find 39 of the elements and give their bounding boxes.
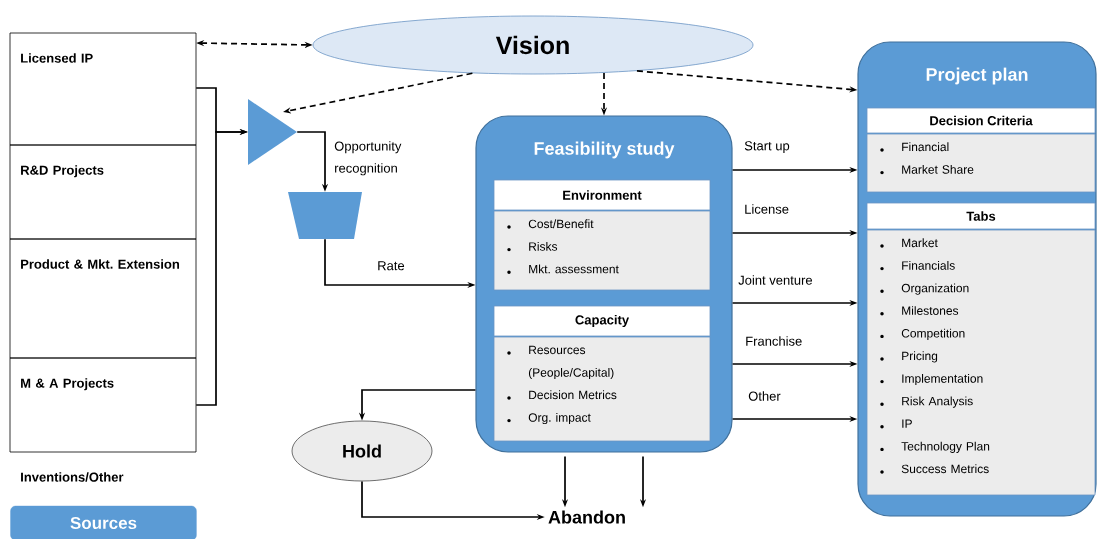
- sources-button: Sources: [10, 505, 197, 539]
- edge-label: License: [745, 204, 789, 214]
- source-cell: Product & Mkt. Extension: [9, 238, 197, 359]
- outcome-text: Abandon: [548, 510, 625, 524]
- list-item: Competition: [880, 328, 965, 340]
- list-item: Market Share: [880, 164, 974, 175]
- source-cell: M & A Projects: [9, 357, 197, 453]
- source-cell: Licensed IP: [9, 32, 197, 146]
- list-item: Risks: [507, 241, 558, 252]
- list-item: Mkt. assessment: [507, 264, 619, 274]
- section-header: Decision Criteria: [866, 107, 1096, 134]
- list-item: Organization: [880, 283, 969, 295]
- list-item: Decision Metrics: [507, 390, 617, 400]
- list-item: Market: [880, 238, 938, 248]
- trapezoid-symbol: [288, 192, 362, 239]
- list-item: Risk Analysis: [880, 396, 973, 408]
- section-header: Tabs: [866, 202, 1096, 230]
- edge-label: Opportunity recognition: [334, 141, 402, 176]
- source-cell: R&D Projects: [9, 144, 197, 240]
- list-item: Technology Plan: [880, 441, 990, 453]
- edge-label: Rate: [378, 261, 405, 271]
- list-item: Success Metrics: [880, 464, 989, 474]
- edge-label: Joint venture: [738, 275, 813, 285]
- list-item: Pricing: [880, 351, 938, 363]
- edge-label: Start up: [744, 141, 790, 153]
- section-header: Capacity: [493, 305, 711, 337]
- list-item: Cost/Benefit: [507, 219, 594, 229]
- list-item: Milestones: [880, 306, 959, 316]
- column-caption: Inventions/Other: [21, 472, 124, 482]
- edge-label: Other: [748, 391, 781, 401]
- list-item: Implementation: [880, 373, 983, 386]
- list-item: Org. impact: [507, 412, 591, 425]
- list-item: Financial: [880, 142, 949, 152]
- list-item: IP: [880, 419, 912, 429]
- triangle-symbol: [248, 99, 297, 165]
- section-header: Environment: [493, 179, 711, 211]
- list-item: Resources (People/Capital): [507, 345, 614, 380]
- list-item: Financials: [880, 260, 955, 271]
- edge-label: Franchise: [746, 336, 802, 346]
